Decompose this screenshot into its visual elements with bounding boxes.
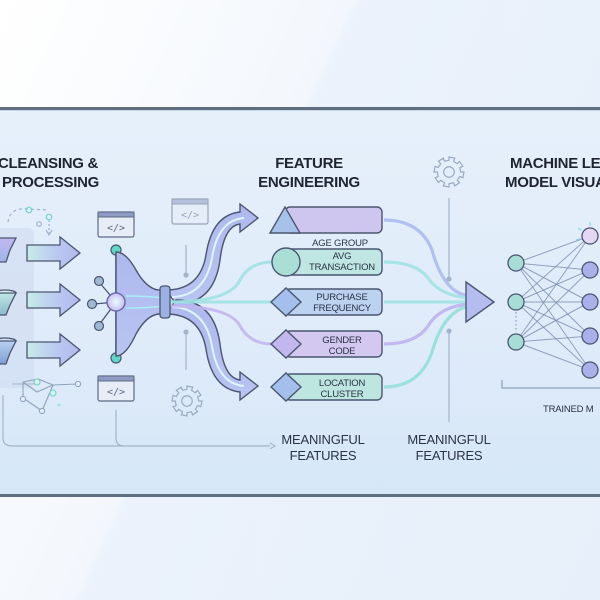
flow-lines-out <box>383 218 471 389</box>
section-title-ml-model: MACHINE LE MODEL VISUA <box>505 154 600 192</box>
feature-box <box>269 372 383 402</box>
gear-icon <box>433 156 465 188</box>
diamond-shape-icon <box>269 287 303 317</box>
code-window-icon: </> <box>97 375 135 402</box>
arrow-right-icon <box>26 332 82 368</box>
arrow-right-icon <box>465 280 496 324</box>
code-window-icon: </> <box>171 198 209 225</box>
feature-box <box>269 287 383 317</box>
svg-text:</>: </> <box>107 387 125 398</box>
output-node <box>581 293 599 311</box>
output-node <box>581 327 599 345</box>
caption-trained-model: TRAINED M <box>543 404 594 415</box>
feature-label-age-group: AGE GROUP <box>312 238 368 249</box>
title-line: MODEL VISUA <box>505 174 600 191</box>
title-line: MACHINE LE <box>510 155 600 172</box>
section-title-feature-engineering: FEATURE ENGINEERING <box>254 154 364 192</box>
scatter-graph-icon <box>12 378 82 415</box>
pipe-clamp <box>159 285 171 319</box>
title-line: ENGINEERING <box>258 174 360 191</box>
flow-lines-in <box>167 260 273 346</box>
input-node <box>507 293 525 311</box>
title-line: FEATURE <box>275 155 343 172</box>
code-window-icon: </> <box>97 211 135 238</box>
feature-box <box>269 329 383 359</box>
feature-box <box>271 247 383 277</box>
curved-arrow-up <box>164 202 260 305</box>
title-line: CLEANSING & <box>0 155 99 172</box>
arrow-right-icon <box>26 282 82 318</box>
dashed-loop-icon <box>7 206 53 237</box>
feature-box <box>268 205 383 234</box>
funnel-icon <box>0 337 18 365</box>
arrow-right-icon <box>26 235 82 271</box>
input-node <box>507 333 525 351</box>
output-node <box>581 261 599 279</box>
triangle-shape-icon <box>268 205 302 234</box>
caption-meaningful-features-2: MEANINGFUL FEATURES <box>407 432 491 463</box>
diamond-shape-icon <box>269 372 303 402</box>
output-node <box>581 361 599 379</box>
svg-text:</>: </> <box>107 223 125 234</box>
input-node <box>507 254 525 272</box>
funnel-icon <box>0 289 18 316</box>
neural-network-icon <box>507 222 599 379</box>
funnel-icon <box>0 237 18 263</box>
section-title-cleansing: CLEANSING & PROCESSING <box>0 154 99 192</box>
title-line: PROCESSING <box>2 174 100 191</box>
caption-meaningful-features-1: MEANINGFUL FEATURES <box>281 432 365 463</box>
connector-lines <box>183 198 452 422</box>
curved-arrow-down <box>164 299 260 402</box>
merge-pipe <box>106 251 169 357</box>
svg-text:</>: </> <box>181 210 199 221</box>
diamond-shape-icon <box>269 329 303 359</box>
circle-shape-icon <box>271 247 301 277</box>
gear-icon <box>171 385 203 417</box>
output-node <box>581 227 599 245</box>
model-bracket <box>501 380 600 389</box>
